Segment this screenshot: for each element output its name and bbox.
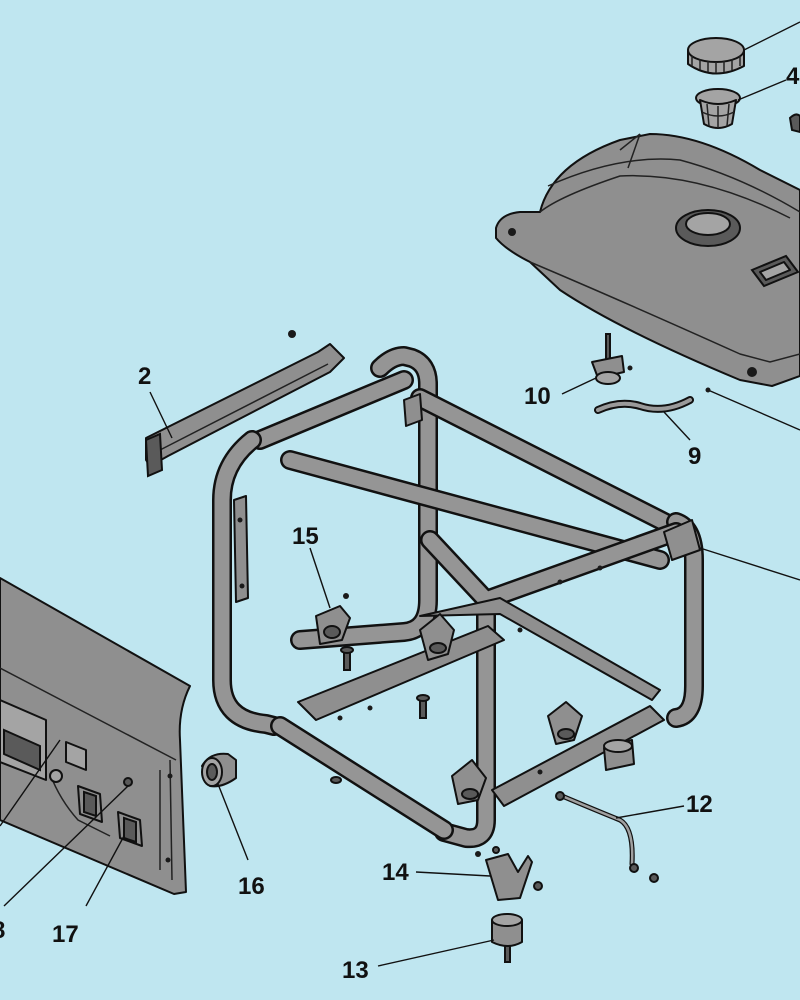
engine-mount-rear-left <box>419 613 455 661</box>
leader-15 <box>309 547 331 609</box>
callout-9: 9 <box>688 443 701 470</box>
leader-14 <box>415 871 491 877</box>
leader-2 <box>149 391 173 439</box>
rubber-foot <box>603 739 635 771</box>
callout-16: 16 <box>238 873 265 900</box>
washer <box>705 387 711 393</box>
engine-mount-rear-right <box>547 701 583 745</box>
callout-8: 8 <box>0 917 5 944</box>
leader-8 <box>3 785 129 907</box>
frame-bolts <box>330 694 430 784</box>
leader-16 <box>217 783 249 861</box>
callout-17: 17 <box>52 921 79 948</box>
leader-tank-fastener <box>707 389 800 431</box>
leader-frame <box>699 547 800 581</box>
callout-14: 14 <box>382 859 409 886</box>
leader-13 <box>377 939 495 967</box>
fuel-hose <box>594 396 694 414</box>
callout-13: 13 <box>342 957 369 984</box>
engine-mount-front <box>451 759 487 805</box>
top-bracket <box>144 330 345 478</box>
frame <box>212 346 704 849</box>
mount-bracket <box>475 846 543 901</box>
callout-15: 15 <box>292 523 319 550</box>
fuel-strainer <box>695 88 741 129</box>
fuel-valve <box>591 333 633 385</box>
callout-12: 12 <box>686 791 713 818</box>
fuel-cap-bolt <box>788 113 800 134</box>
leader-4 <box>737 79 787 101</box>
leader-10 <box>561 377 597 395</box>
ground-wire <box>555 791 659 883</box>
grommet <box>201 752 237 788</box>
leader-12 <box>615 805 685 819</box>
rubber-foot-13 <box>491 913 523 963</box>
callout-4: 4 <box>786 63 800 90</box>
leader-17 <box>85 835 125 907</box>
leader-9 <box>663 411 691 441</box>
fuel-cap <box>687 37 745 75</box>
engine-mount-15 <box>315 593 354 671</box>
fuel-tank <box>495 133 800 387</box>
leader-cap <box>743 21 800 51</box>
leader-panel <box>0 739 61 827</box>
callout-2: 2 <box>138 363 151 390</box>
control-panel <box>0 577 191 895</box>
callout-10: 10 <box>524 383 551 410</box>
